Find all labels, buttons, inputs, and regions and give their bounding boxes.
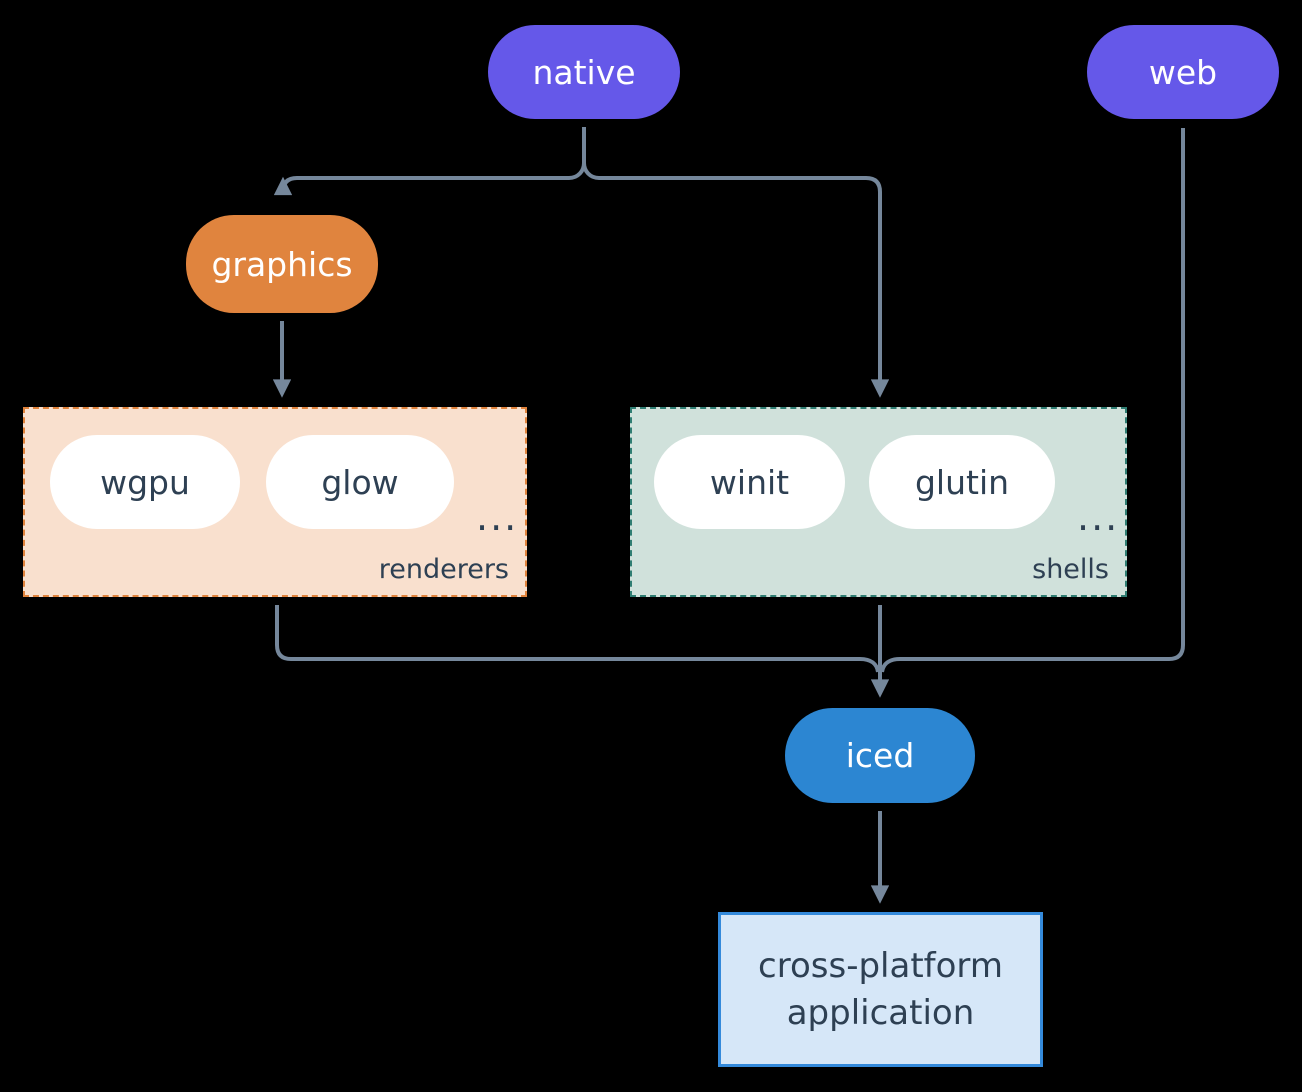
node-native-label: native: [532, 52, 636, 92]
application-label-line-1: cross-platform: [758, 945, 1003, 986]
node-glutin: glutin: [869, 435, 1055, 529]
node-winit: winit: [654, 435, 845, 529]
node-iced-label: iced: [845, 736, 915, 775]
shells-group-label: shells: [1032, 554, 1109, 585]
group-renderers: wgpu glow ... renderers: [23, 407, 527, 597]
node-glow-label: glow: [321, 462, 399, 502]
node-glutin-label: glutin: [914, 462, 1010, 502]
application-label-line-2: application: [786, 992, 975, 1033]
edge-native-to-shells: [582, 162, 890, 398]
node-web-label: web: [1148, 52, 1218, 92]
renderers-group-label: renderers: [378, 554, 509, 585]
group-shells: winit glutin ... shells: [630, 407, 1127, 597]
node-wgpu-label: wgpu: [100, 462, 190, 502]
node-glow: glow: [266, 435, 454, 529]
renderers-ellipsis: ...: [476, 495, 519, 539]
node-winit-label: winit: [709, 462, 790, 502]
edge-renderers-to-merge: [275, 605, 880, 673]
node-graphics-label: graphics: [211, 244, 353, 284]
edge-web-to-merge: [880, 128, 1185, 673]
edge-native-to-graphics: [273, 162, 586, 196]
node-web: web: [1087, 25, 1279, 119]
node-native: native: [488, 25, 680, 119]
node-graphics: graphics: [186, 215, 378, 313]
node-wgpu: wgpu: [50, 435, 240, 529]
node-cross-platform-application: cross-platform application: [718, 912, 1043, 1067]
shells-ellipsis: ...: [1077, 495, 1120, 539]
node-iced: iced: [785, 708, 975, 803]
